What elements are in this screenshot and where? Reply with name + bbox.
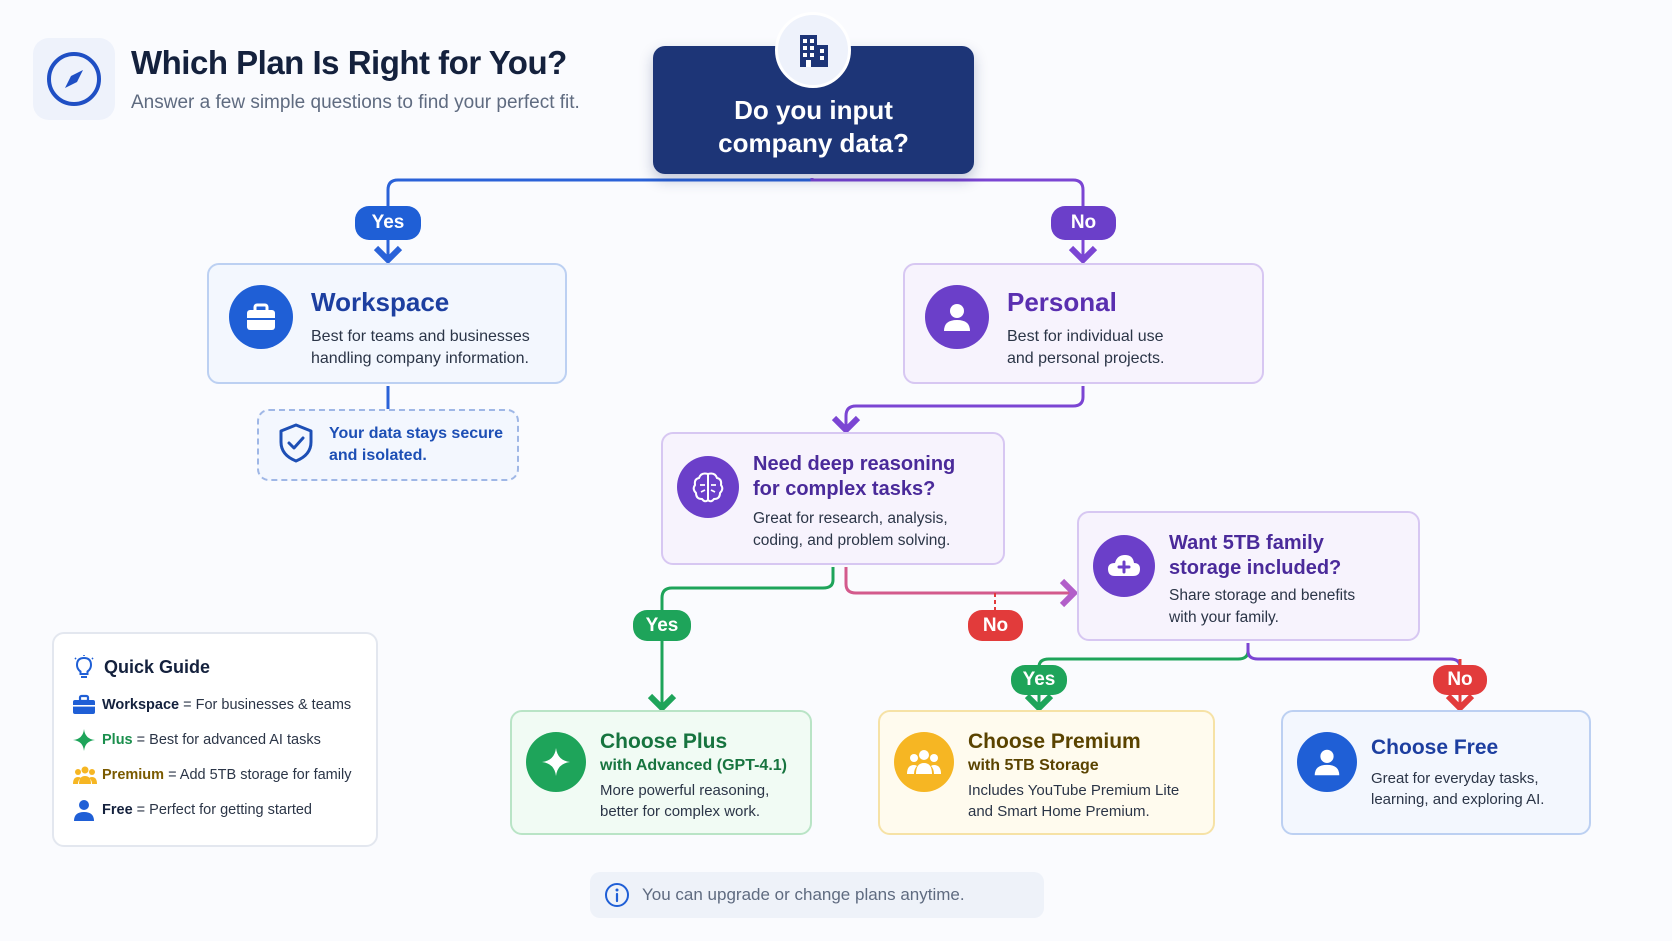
family-icon <box>72 764 102 786</box>
deep-reasoning-desc-line1: Great for research, analysis, <box>753 510 948 527</box>
branch-no-personal: No <box>1051 206 1116 240</box>
family-storage-desc-line2: with your family. <box>1169 609 1279 626</box>
user-icon <box>1297 732 1357 792</box>
guide-item-free: Free = Perfect for getting started <box>72 798 376 822</box>
premium-title: Choose Premium <box>968 730 1141 753</box>
personal-card: Personal Best for individual use and per… <box>903 263 1264 384</box>
secure-note: Your data stays secure and isolated. <box>257 409 519 481</box>
branch-yes-plus: Yes <box>633 610 691 641</box>
quick-guide-panel: Quick Guide Workspace = For businesses &… <box>52 632 378 847</box>
sparkle-icon <box>526 732 586 792</box>
workspace-desc-line1: Best for teams and businesses <box>311 328 530 345</box>
plus-plan-card: Choose Plus with Advanced (GPT-4.1) More… <box>510 710 812 835</box>
deep-reasoning-card: Need deep reasoning for complex tasks? G… <box>661 432 1005 565</box>
root-question-line2: company data? <box>718 128 909 158</box>
plus-title: Choose Plus <box>600 730 728 753</box>
deep-reasoning-title-line2: for complex tasks? <box>753 478 936 500</box>
free-desc-line1: Great for everyday tasks, <box>1371 770 1539 787</box>
premium-subtitle: with 5TB Storage <box>968 757 1099 774</box>
premium-plan-card: Choose Premium with 5TB Storage Includes… <box>878 710 1215 835</box>
guide-item-label: Plus <box>102 731 133 748</box>
personal-desc-line2: and personal projects. <box>1007 350 1165 367</box>
guide-item-text: = For businesses & teams <box>179 696 352 713</box>
workspace-title: Workspace <box>311 287 450 317</box>
page-subtitle: Answer a few simple questions to find yo… <box>131 92 580 113</box>
branch-yes-workspace: Yes <box>355 206 421 240</box>
free-title: Choose Free <box>1371 736 1499 759</box>
guide-item-label: Premium <box>102 766 165 783</box>
plus-desc-line2: better for complex work. <box>600 803 761 820</box>
guide-item-workspace: Workspace = For businesses & teams <box>72 694 376 715</box>
guide-item-text: = Add 5TB storage for family <box>164 766 352 783</box>
secure-note-line1: Your data stays secure <box>329 425 504 442</box>
plus-subtitle: with Advanced (GPT-4.1) <box>600 757 787 774</box>
branch-no-free: No <box>1433 665 1487 695</box>
root-question-line1: Do you input <box>734 95 893 125</box>
secure-note-line2: and isolated. <box>329 447 427 464</box>
lightbulb-icon <box>72 654 96 680</box>
guide-item-label: Workspace <box>102 696 180 713</box>
family-storage-title-line2: storage included? <box>1169 557 1342 579</box>
guide-item-premium: Premium = Add 5TB storage for family <box>72 764 376 785</box>
personal-title: Personal <box>1007 287 1117 317</box>
plus-desc-line1: More powerful reasoning, <box>600 782 770 799</box>
brain-icon <box>677 456 739 518</box>
family-storage-desc-line1: Share storage and benefits <box>1169 587 1356 604</box>
briefcase-icon <box>229 285 293 349</box>
guide-item-label: Free <box>102 801 133 818</box>
user-icon <box>72 798 102 822</box>
briefcase-icon <box>72 694 102 716</box>
free-desc-line2: learning, and exploring AI. <box>1371 791 1545 808</box>
branch-no-storage: No <box>968 610 1023 641</box>
quick-guide-title: Quick Guide <box>104 656 211 677</box>
footer-text: You can upgrade or change plans anytime. <box>642 885 965 904</box>
compass-icon <box>33 38 115 120</box>
info-icon <box>604 882 630 908</box>
building-icon <box>775 12 851 88</box>
user-icon <box>925 285 989 349</box>
guide-item-plus: Plus = Best for advanced AI tasks <box>72 728 376 752</box>
family-storage-card: Want 5TB family storage included? Share … <box>1077 511 1420 641</box>
page-title: Which Plan Is Right for You? <box>131 44 567 81</box>
premium-desc-line2: and Smart Home Premium. <box>968 803 1150 820</box>
shield-check-icon <box>277 422 315 469</box>
premium-desc-line1: Includes YouTube Premium Lite <box>968 782 1180 799</box>
cloud-plus-icon <box>1093 535 1155 597</box>
free-plan-card: Choose Free Great for everyday tasks, le… <box>1281 710 1591 835</box>
family-storage-title-line1: Want 5TB family <box>1169 532 1324 554</box>
family-icon <box>894 732 954 792</box>
guide-item-text: = Best for advanced AI tasks <box>132 731 321 748</box>
personal-desc-line1: Best for individual use <box>1007 328 1164 345</box>
branch-yes-premium: Yes <box>1011 665 1067 695</box>
sparkle-icon <box>72 728 102 752</box>
deep-reasoning-desc-line2: coding, and problem solving. <box>753 532 951 549</box>
guide-item-text: = Perfect for getting started <box>132 801 312 818</box>
deep-reasoning-title-line1: Need deep reasoning <box>753 453 956 475</box>
workspace-desc-line2: handling company information. <box>311 350 529 367</box>
footer-note: You can upgrade or change plans anytime. <box>590 872 1044 918</box>
workspace-card: Workspace Best for teams and businesses … <box>207 263 567 384</box>
